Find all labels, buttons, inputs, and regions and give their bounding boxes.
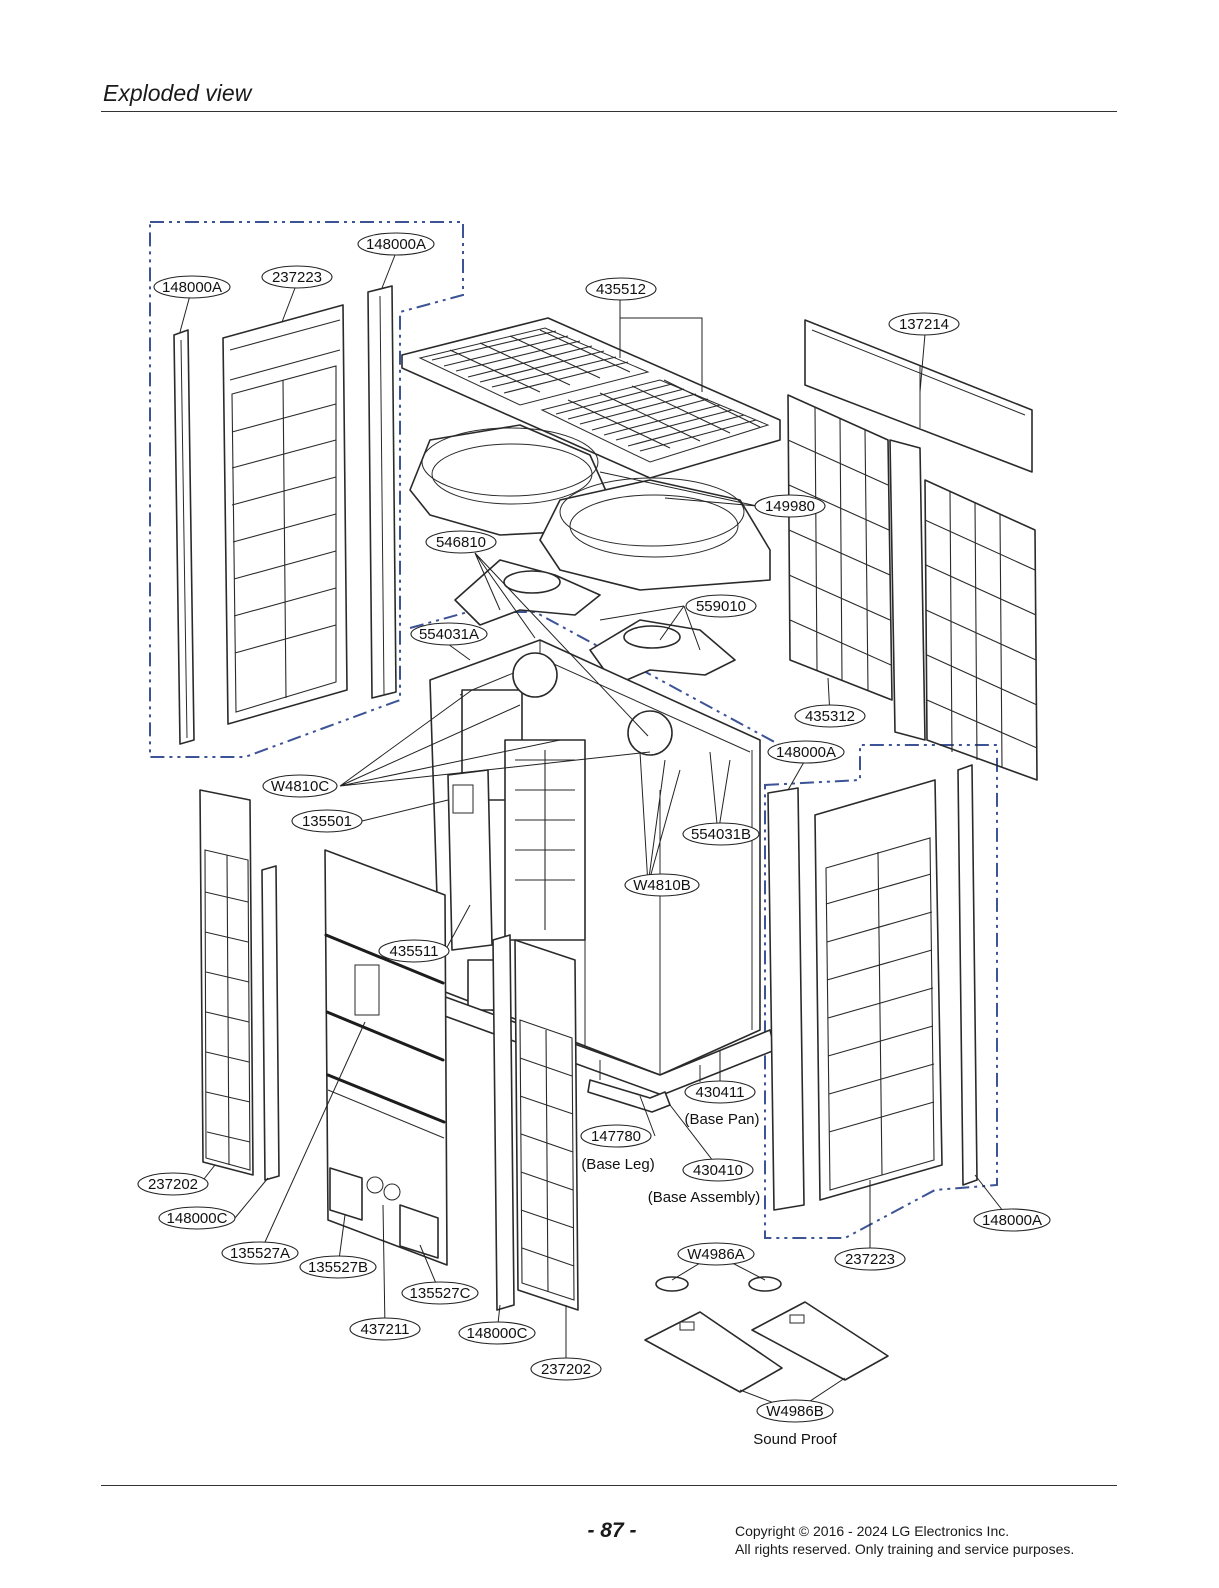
label-237202-right: 237202 [530, 1357, 602, 1381]
page-title: Exploded view [103, 80, 252, 106]
label-W4986A: W4986A [677, 1242, 755, 1266]
part-label: 135527A [230, 1245, 290, 1262]
inner-parts [461, 652, 673, 1011]
label-148000A-top: 148000A [357, 232, 435, 256]
label-148000A-bottom-right: 148000A [973, 1208, 1051, 1232]
label-135527A: 135527A [221, 1241, 299, 1265]
panel-237223-right [814, 779, 943, 1201]
part-label: 148000A [982, 1212, 1042, 1229]
front-panel-437211 [324, 849, 448, 1266]
part-label: 137214 [899, 316, 949, 333]
label-148000A-right: 148000A [767, 740, 845, 764]
label-430411: 430411 [684, 1080, 756, 1104]
wire-guard-435312 [787, 394, 1038, 781]
sound-proof-w4986b [644, 1301, 889, 1393]
part-label: 430411 [696, 1084, 745, 1101]
part-label: W4986A [687, 1246, 745, 1263]
label-435312: 435312 [794, 704, 866, 728]
panel-237202-right [514, 939, 579, 1311]
part-label: 237223 [272, 269, 322, 286]
part-label: 237223 [845, 1251, 895, 1268]
part-label: 437211 [361, 1321, 410, 1338]
part-label: 559010 [696, 598, 746, 615]
fan-shroud-149980 [409, 424, 771, 591]
label-435511: 435511 [378, 939, 450, 963]
label-135527C: 135527C [401, 1281, 479, 1305]
pillar-148000C-right [492, 934, 515, 1311]
label-W4810B: W4810B [624, 873, 700, 897]
sound-proof-w4986a [655, 1276, 782, 1292]
label-148000C-right: 148000C [458, 1321, 536, 1345]
group-boundary-fan-guard [409, 611, 781, 746]
label-135501: 135501 [291, 809, 363, 833]
copyright-line-1: Copyright © 2016 - 2024 LG Electronics I… [735, 1523, 1010, 1539]
part-label: 554031A [419, 626, 479, 643]
leader-lines [179, 254, 1011, 1412]
caption-base-assembly: (Base Assembly) [648, 1189, 761, 1206]
label-554031A: 554031A [410, 622, 488, 646]
label-137214: 137214 [888, 312, 960, 336]
part-label: 148000A [162, 279, 222, 296]
label-W4810C: W4810C [262, 774, 338, 798]
pillar-148000C-left [261, 865, 280, 1181]
label-430410: 430410 [682, 1158, 754, 1182]
panel-237202-left [199, 789, 254, 1176]
part-label: 148000C [467, 1325, 528, 1342]
page-number: - 87 - [587, 1519, 637, 1542]
part-label: 135501 [302, 813, 352, 830]
pillar-148000A-right-rear [957, 764, 978, 1186]
part-label: 430410 [693, 1162, 743, 1179]
top-cover-137214 [804, 319, 1033, 473]
part-label: 148000A [776, 744, 836, 761]
part-label: W4810C [271, 778, 330, 795]
label-147780: 147780 [580, 1124, 652, 1148]
part-label: 546810 [436, 534, 486, 551]
part-label: 148000C [167, 1210, 228, 1227]
footer-rule [101, 1485, 1117, 1486]
part-label: 148000A [366, 236, 426, 253]
label-435512: 435512 [585, 277, 657, 301]
header-rule [101, 111, 1117, 112]
part-label: 237202 [148, 1176, 198, 1193]
part-label: 149980 [765, 498, 815, 515]
part-label: W4810B [633, 877, 691, 894]
label-148000C-left: 148000C [158, 1206, 236, 1230]
panel-237223-left [222, 304, 348, 725]
label-135527B: 135527B [299, 1255, 377, 1279]
pillar-148000A-left [173, 329, 195, 745]
label-437211: 437211 [349, 1317, 421, 1341]
group-boundary-right-panels [764, 744, 998, 1239]
label-148000A-left: 148000A [153, 275, 231, 299]
control-box-135501 [447, 769, 493, 951]
pillar-148000A-top-left [367, 285, 397, 699]
label-W4986B: W4986B [756, 1399, 834, 1423]
part-label: 435312 [805, 708, 855, 725]
caption-sound-proof: Sound Proof [753, 1431, 837, 1448]
label-149980: 149980 [754, 494, 826, 518]
label-559010: 559010 [685, 594, 757, 618]
part-label: 554031B [691, 826, 751, 843]
part-label: 435512 [596, 281, 646, 298]
copyright-line-2: All rights reserved. Only training and s… [735, 1541, 1075, 1557]
top-grille-435512 [401, 317, 781, 479]
part-label: 135527B [308, 1259, 368, 1276]
part-label: 135527C [410, 1285, 471, 1302]
label-237202-left: 237202 [137, 1172, 209, 1196]
part-label: 237202 [541, 1361, 591, 1378]
part-label: 435511 [390, 943, 439, 960]
caption-base-pan: (Base Pan) [684, 1111, 759, 1128]
label-237223-left: 237223 [261, 265, 333, 289]
part-label: 147780 [591, 1128, 641, 1145]
copyright: Copyright © 2016 - 2024 LG Electronics I… [735, 1522, 1074, 1558]
part-label: W4986B [766, 1403, 824, 1420]
label-546810: 546810 [425, 530, 497, 554]
pillar-148000A-right-front [767, 787, 805, 1211]
label-554031B: 554031B [682, 822, 760, 846]
group-boundary-left-panels [149, 221, 464, 758]
caption-base-leg: (Base Leg) [581, 1156, 654, 1173]
label-237223-right: 237223 [834, 1247, 906, 1271]
